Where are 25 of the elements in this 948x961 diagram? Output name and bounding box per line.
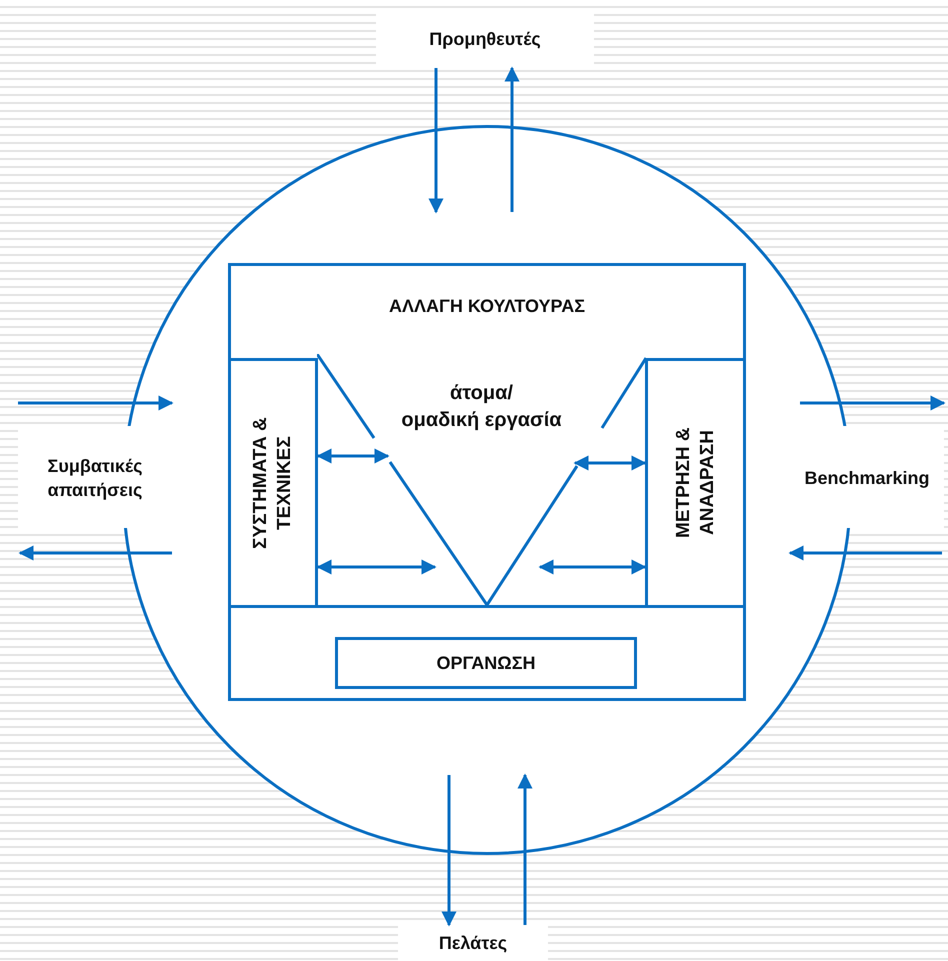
arrow bbox=[442, 775, 456, 926]
arrow bbox=[18, 396, 174, 410]
arrow bbox=[518, 774, 532, 925]
outer-box bbox=[228, 263, 746, 701]
double-arrow bbox=[316, 560, 436, 574]
arrow bbox=[788, 546, 942, 560]
double-arrow bbox=[538, 560, 646, 574]
arrow bbox=[504, 66, 520, 212]
node-text: ΑΛΛΑΓΗ ΚΟΥΛΤΟΥΡΑΣ bbox=[388, 295, 586, 318]
process-box bbox=[335, 637, 637, 689]
double-arrow bbox=[574, 456, 646, 470]
node-text: άτομα/ ομαδική εργασία bbox=[400, 381, 563, 433]
arrow bbox=[18, 546, 172, 560]
node-text: Προμηθευτές bbox=[429, 28, 541, 51]
arrow bbox=[800, 396, 946, 410]
node-text: ΣΥΣΤΗΜΑΤΑ & ΤΕΧΝΙΚΕΣ bbox=[249, 416, 296, 551]
node-text: Benchmarking bbox=[804, 466, 930, 490]
node-text: Συμβατικές απαιτήσεις bbox=[46, 454, 144, 502]
double-arrow bbox=[316, 448, 390, 464]
arrow bbox=[428, 68, 444, 214]
process-box bbox=[228, 358, 318, 608]
node-text: ΟΡΓΑΝΩΣΗ bbox=[436, 652, 536, 675]
node-text: ΜΕΤΡΗΣΗ & ΑΝΑΔΡΑΣΗ bbox=[672, 426, 718, 540]
process-box bbox=[645, 358, 746, 608]
node-text: Πελάτες bbox=[438, 932, 508, 955]
